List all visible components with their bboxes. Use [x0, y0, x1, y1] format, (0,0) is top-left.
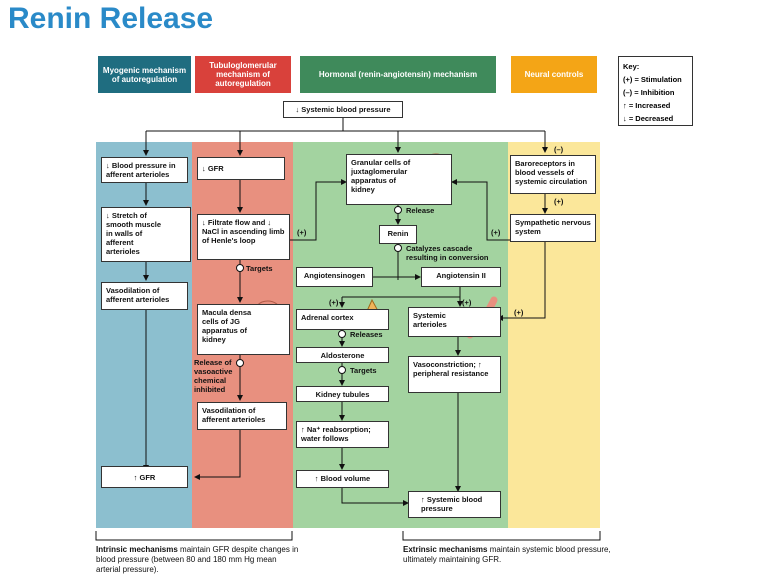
box-vasoconstriction: Vasoconstriction; ↑ peripheral resistanc…: [408, 356, 501, 393]
label-plus-baro: (+): [554, 197, 564, 206]
key-decreased: ↓ = Decreased: [623, 114, 674, 123]
footer-intrinsic: Intrinsic mechanisms maintain GFR despit…: [96, 545, 301, 575]
key-increased: ↑ = Increased: [623, 101, 671, 110]
box-systemic-bp-decreased: ↓ Systemic blood pressure: [283, 101, 403, 118]
box-baroreceptors: Baroreceptors in blood vessels of system…: [510, 155, 596, 194]
box-renin: Renin: [379, 225, 417, 244]
label-targets-aldosterone: Targets: [350, 366, 377, 375]
box-vasodilation-afferent-2: Vasodilation of afferent arterioles: [197, 402, 287, 430]
box-adrenal-cortex: Adrenal cortex: [296, 309, 389, 330]
box-blood-volume: ↑ Blood volume: [296, 470, 389, 488]
footer-extrinsic-text: maintain systemic blood pressure, ultima…: [403, 545, 611, 564]
label-catalyzes: Catalyzes cascade resulting in conversio…: [406, 244, 489, 262]
label-targets-macula: Targets: [246, 264, 273, 273]
header-myogenic: Myogenic mechanism of autoregulation: [98, 56, 191, 93]
box-aldosterone: Aldosterone: [296, 347, 389, 363]
key-inhibition: (–) = Inhibition: [623, 88, 675, 97]
box-bp-afferent: ↓ Blood pressure in afferent arterioles: [101, 157, 188, 183]
box-sympathetic: Sympathetic nervous system: [510, 214, 596, 242]
footer-extrinsic: Extrinsic mechanisms maintain systemic b…: [403, 545, 613, 565]
label-plus-tubulo: (+): [297, 228, 307, 237]
header-hormonal: Hormonal (renin-angiotensin) mechanism: [300, 56, 496, 93]
box-vasodilation-afferent: Vasodilation of afferent arterioles: [101, 282, 188, 310]
box-na-reabsorption: ↑ Na⁺ reabsorption; water follows: [296, 421, 389, 448]
box-gfr-increased: ↑ GFR: [101, 466, 188, 488]
key-legend: Key: (+) = Stimulation (–) = Inhibition …: [618, 56, 693, 126]
key-stimulation: (+) = Stimulation: [623, 75, 682, 84]
footer-intrinsic-bold: Intrinsic mechanisms: [96, 545, 178, 554]
label-plus-arterioles: (+): [462, 298, 472, 307]
box-angiotensinogen: Angiotensinogen: [296, 267, 373, 287]
label-plus-adrenal: (+): [329, 298, 339, 307]
box-kidney-tubules: Kidney tubules: [296, 386, 389, 402]
label-plus-sympathetic: (+): [514, 308, 524, 317]
box-macula-densa: Macula densa cells of JG apparatus of ki…: [197, 304, 290, 355]
header-tubulo: Tubuloglomerular mechanism of autoregula…: [195, 56, 291, 93]
label-release: Release: [406, 206, 435, 215]
band-myogenic: [96, 142, 192, 528]
label-releases: Releases: [350, 330, 383, 339]
page-title: Renin Release: [8, 2, 214, 35]
box-angiotensin-ii: Angiotensin II: [421, 267, 501, 287]
key-title: Key:: [623, 62, 640, 71]
band-neural: [508, 142, 600, 528]
box-systemic-bp-increased: ↑ Systemic blood pressure: [408, 491, 501, 518]
label-minus-neural: (–): [554, 145, 564, 154]
label-vasoactive-inhibited: Release of vasoactive chemical inhibited: [194, 358, 233, 394]
box-gfr-decreased: ↓ GFR: [197, 157, 285, 180]
box-filtrate-flow: ↓ Filtrate flow and ↓ NaCl in ascending …: [197, 214, 290, 260]
label-plus-neural: (+): [491, 228, 501, 237]
footer-extrinsic-bold: Extrinsic mechanisms: [403, 545, 488, 554]
box-granular-cells: Granular cells of juxtaglomerular appara…: [346, 154, 452, 205]
footer-intrinsic-text: maintain GFR despite changes in blood pr…: [96, 545, 299, 574]
box-stretch-smooth-muscle: ↓ Stretch of smooth muscle in walls of a…: [101, 207, 191, 262]
header-neural: Neural controls: [511, 56, 597, 93]
box-systemic-arterioles: Systemic arterioles: [408, 307, 501, 337]
